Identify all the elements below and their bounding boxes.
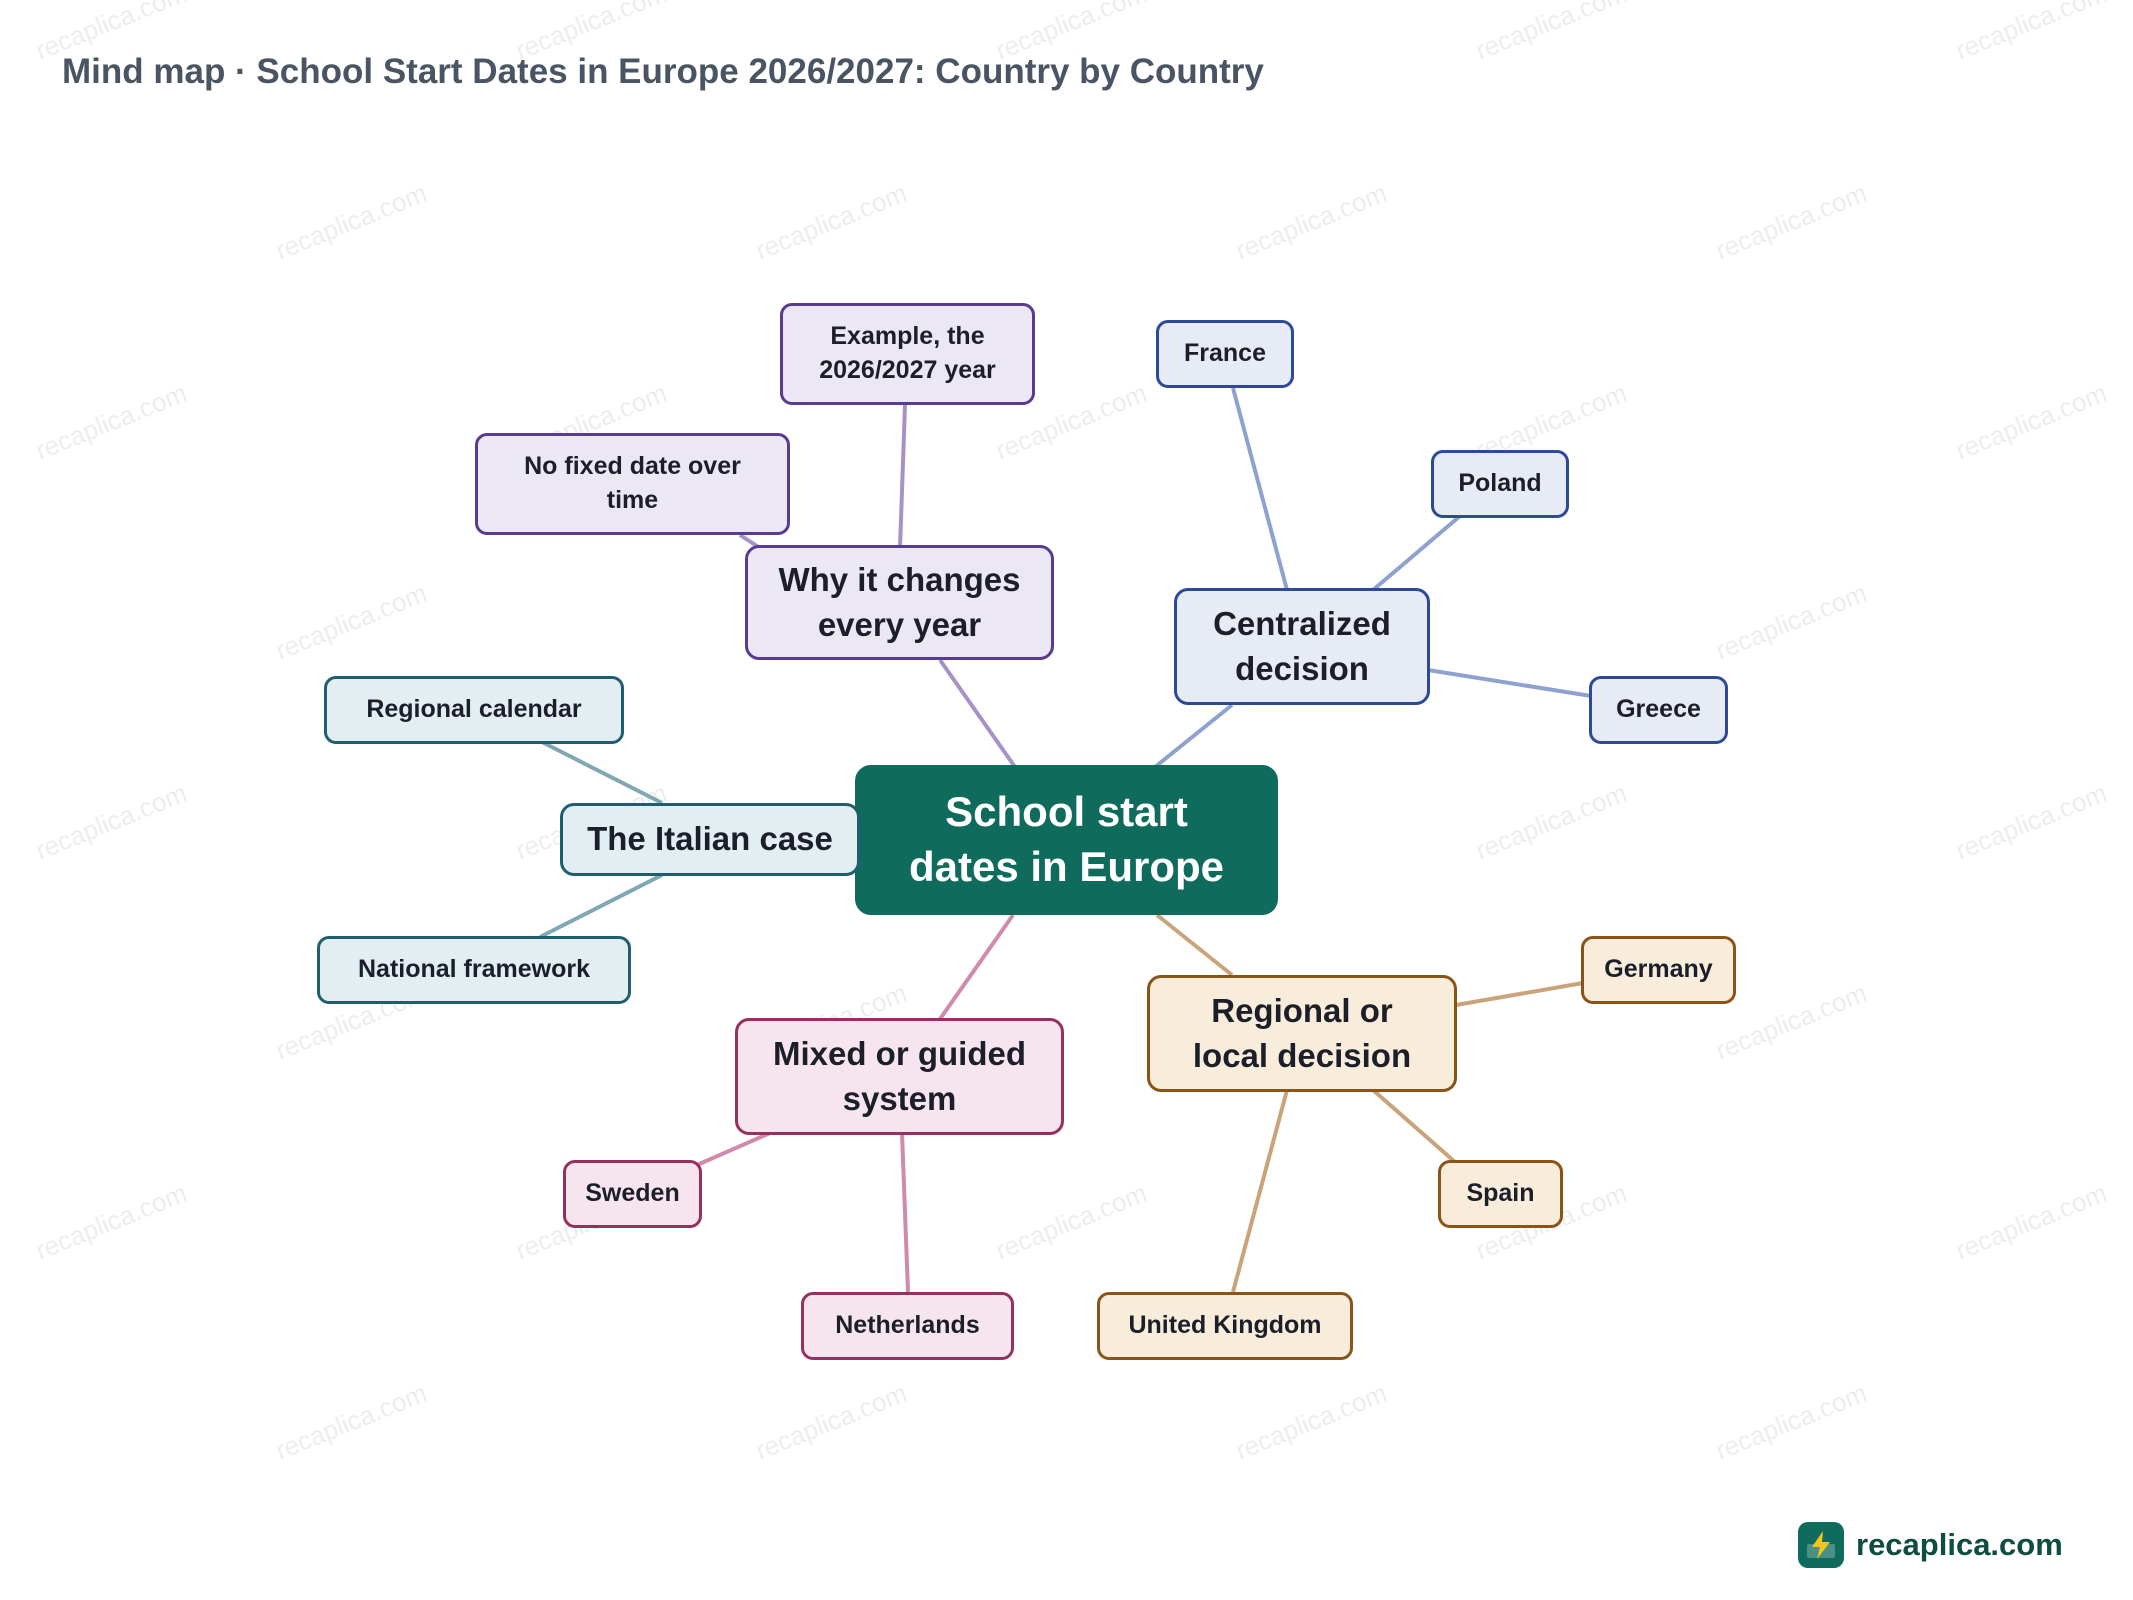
leaf-sweden-label: Sweden (585, 1179, 680, 1208)
branch-regional-line-2: local decision (1192, 1036, 1412, 1074)
leaf-national-framework: National framework (317, 936, 631, 1004)
edge-why-example (898, 404, 907, 549)
leaf-spain: Spain (1438, 1160, 1563, 1228)
branch-centralized-decision: Centralized decision (1174, 588, 1430, 705)
center-line-2: dates in Europe (908, 843, 1225, 890)
leaf-france: France (1156, 320, 1294, 388)
leaf-united-kingdom-label: United Kingdom (1128, 1311, 1322, 1340)
brand-name: recaplica.com (1856, 1527, 2063, 1562)
edge-centralized-greece (1427, 668, 1592, 698)
brand-logo[interactable]: recaplica.com (1798, 1522, 2063, 1568)
leaf-national-framework-label: National framework (357, 955, 590, 984)
leaf-no-fixed-line-1: No fixed date over (524, 452, 741, 481)
branch-mixed-line-2: system (842, 1079, 957, 1117)
branch-centralized-line-2: decision (1235, 649, 1369, 687)
lightning-bolt-icon (1798, 1522, 1844, 1568)
leaf-netherlands: Netherlands (801, 1292, 1014, 1360)
branch-centralized-line-1: Centralized (1213, 604, 1391, 642)
leaf-example-line-1: Example, the (830, 322, 985, 351)
leaf-poland: Poland (1431, 450, 1569, 518)
leaf-netherlands-label: Netherlands (835, 1311, 980, 1340)
leaf-example-2026-2027: Example, the 2026/2027 year (780, 303, 1035, 405)
edge-italian-national (539, 873, 663, 939)
leaf-poland-label: Poland (1458, 469, 1542, 498)
leaf-no-fixed-line-2: time (606, 486, 659, 514)
leaf-regional-calendar-label: Regional calendar (366, 695, 582, 724)
branch-mixed-line-1: Mixed or guided (772, 1034, 1026, 1072)
branch-why-it-changes: Why it changes every year (745, 545, 1054, 660)
leaf-no-fixed-date: No fixed date over time (475, 433, 790, 535)
leaf-spain-label: Spain (1466, 1179, 1535, 1208)
branch-mixed-guided-system: Mixed or guided system (735, 1018, 1064, 1135)
edge-centralized-france (1231, 387, 1289, 591)
center-line-1: School start (945, 788, 1188, 836)
leaf-example-line-2: 2026/2027 year (819, 356, 996, 384)
edge-center-why (938, 658, 1017, 769)
edge-center-centralized (1153, 703, 1234, 769)
center-node: School start dates in Europe (855, 765, 1278, 915)
leaf-regional-calendar: Regional calendar (324, 676, 624, 744)
branch-regional-line-1: Regional or (1211, 991, 1393, 1029)
edge-centralized-poland (1371, 514, 1462, 592)
branch-italian-case: The Italian case (560, 803, 860, 876)
leaf-germany: Germany (1581, 936, 1736, 1004)
page-title: Mind map · School Start Dates in Europe … (62, 52, 1264, 91)
edge-center-regional (1155, 913, 1234, 977)
edge-mixed-sweden (696, 1131, 771, 1167)
branch-why-line-2: every year (817, 605, 982, 643)
branch-regional-local-decision: Regional or local decision (1147, 975, 1457, 1092)
edge-regional-spain (1371, 1088, 1457, 1164)
edge-regional-uk (1231, 1089, 1289, 1293)
branch-italian-label: The Italian case (587, 820, 833, 858)
leaf-greece-label: Greece (1616, 695, 1701, 724)
edge-mixed-netherlands (900, 1132, 910, 1293)
leaf-sweden: Sweden (563, 1160, 702, 1228)
edge-center-mixed (938, 913, 1015, 1021)
edge-regional-germany (1455, 981, 1584, 1007)
leaf-united-kingdom: United Kingdom (1097, 1292, 1353, 1360)
leaf-france-label: France (1184, 339, 1266, 368)
leaf-greece: Greece (1589, 676, 1728, 744)
leaf-germany-label: Germany (1604, 955, 1713, 984)
edge-italian-regional (539, 739, 663, 805)
branch-why-line-1: Why it changes (778, 560, 1021, 598)
